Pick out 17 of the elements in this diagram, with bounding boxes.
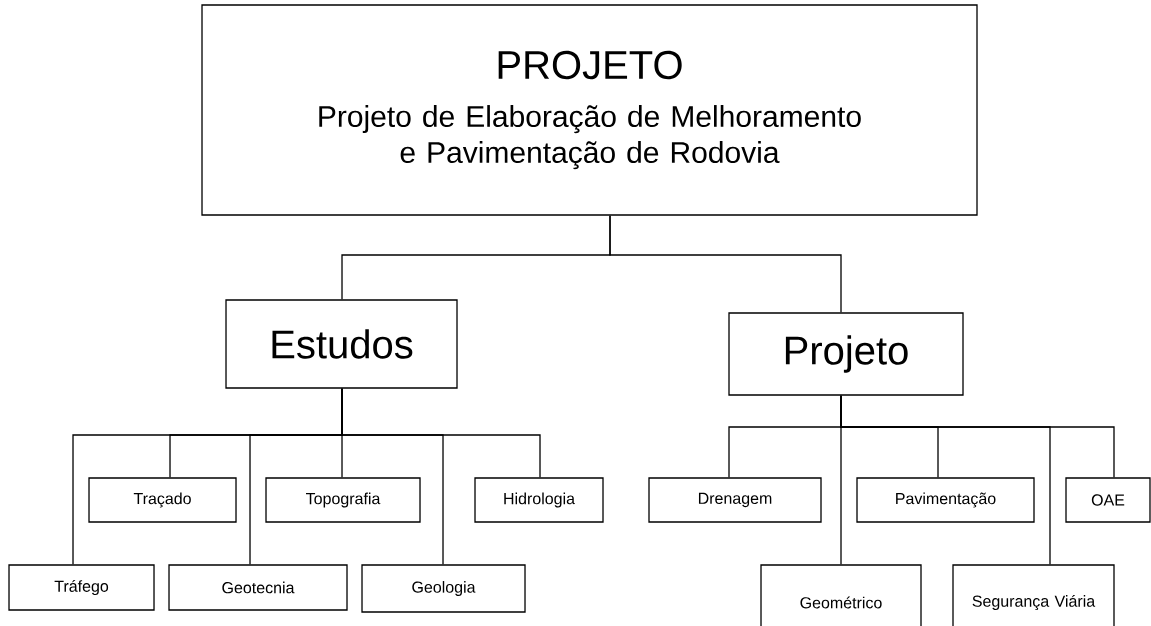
leaf-box: Tráfego: [8, 564, 155, 611]
leaf-box: Traçado: [88, 477, 237, 523]
leaf-box: Pavimentação: [856, 477, 1035, 523]
leaf-box: Geotecnia: [168, 564, 348, 611]
leaf-box: OAE: [1065, 477, 1151, 523]
branch-box: Projeto: [728, 312, 964, 396]
leaf-box: Geométrico: [760, 564, 922, 626]
leaf-box: Geologia: [361, 564, 526, 613]
connector: [609, 215, 842, 313]
leaf-box: Drenagem: [648, 477, 822, 523]
connector: [840, 395, 1115, 478]
leaf-box: Topografia: [265, 477, 421, 523]
leaf-box: Segurança Viária: [952, 564, 1115, 626]
connector: [341, 388, 541, 478]
branch-box: Estudos: [225, 299, 458, 389]
leaf-box: Hidrologia: [474, 477, 604, 523]
title-box: PROJETO Projeto de Elaboração de Melhoramento e Pavimentação de Rodovia: [201, 4, 978, 216]
